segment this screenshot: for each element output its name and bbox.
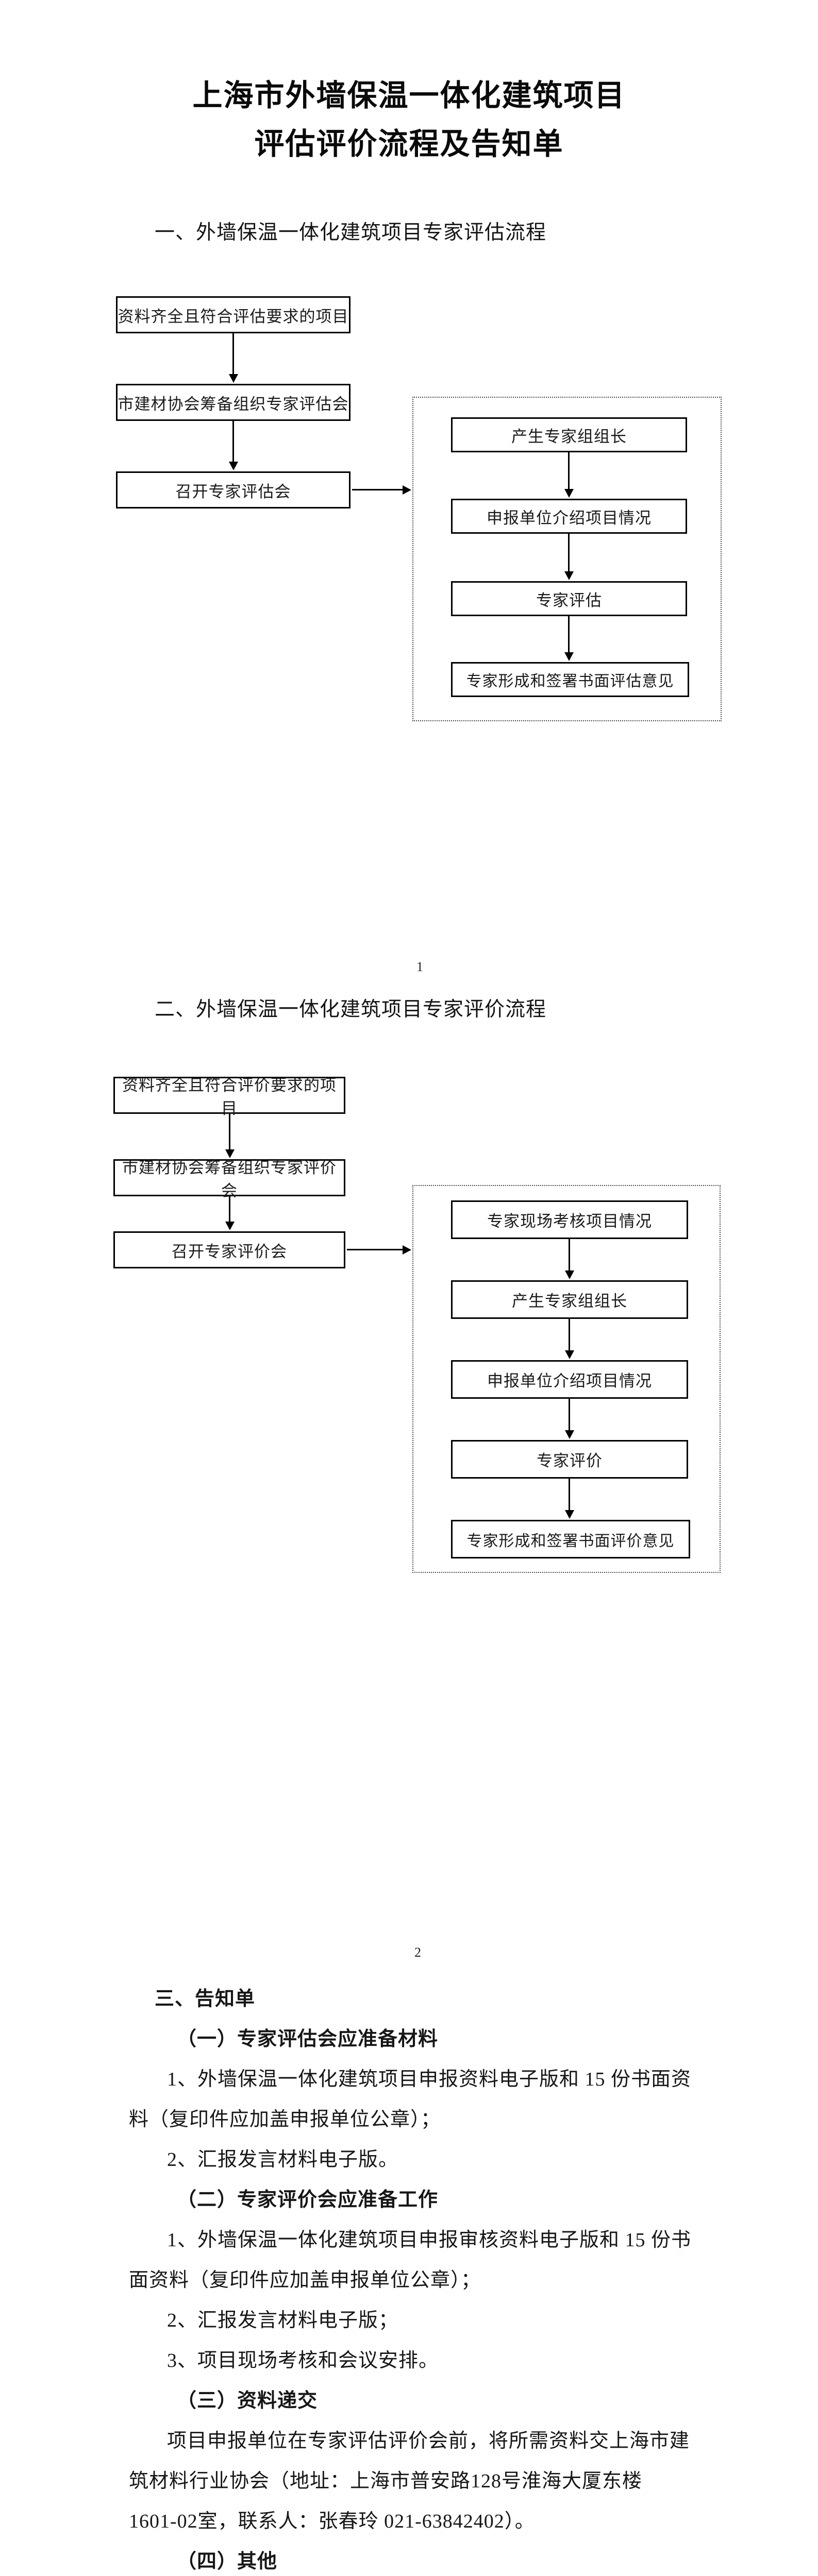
notice-line: 1、外墙保温一体化建筑项目申报审核资料电子版和 15 份书 bbox=[167, 2229, 692, 2251]
notice-line: 料（复印件应加盖申报单位公章）； bbox=[129, 2109, 441, 2130]
fc1-box-expert-assessment: 专家评估 bbox=[451, 581, 687, 616]
fc1-arrow-down-3 bbox=[568, 452, 570, 489]
fc2-box-select-group-leader: 产生专家组组长 bbox=[451, 1280, 688, 1319]
fc1-box-select-group-leader: 产生专家组组长 bbox=[451, 417, 687, 452]
fc2-arrow-right bbox=[347, 1249, 404, 1250]
fc2-box-sign-written-opinion: 专家形成和签署书面评价意见 bbox=[451, 1520, 690, 1558]
document-title-line2: 评估评价流程及告知单 bbox=[254, 127, 564, 161]
page-number-1: 1 bbox=[416, 959, 423, 974]
fc1-dashed-container bbox=[412, 397, 722, 721]
page-number-2: 2 bbox=[414, 1945, 421, 1960]
fc1-arrow-down-2 bbox=[232, 421, 234, 462]
fc2-arrow-down-1 bbox=[229, 1114, 230, 1150]
notice-line: 面资料（复印件应加盖申报单位公章）； bbox=[129, 2269, 481, 2291]
fc1-box-association-organizes: 市建材协会筹备组织专家评估会 bbox=[116, 384, 350, 421]
fc2-box-materials-complete: 资料齐全且符合评价要求的项目 bbox=[113, 1076, 345, 1117]
fc1-box-hold-meeting: 召开专家评估会 bbox=[116, 471, 350, 509]
notice-line: 2、汇报发言材料电子版； bbox=[167, 2310, 399, 2331]
notice-sub3-heading: （三）资料递交 bbox=[177, 2390, 318, 2412]
fc1-arrow-down-5 bbox=[568, 616, 570, 653]
fc1-box-materials-complete: 资料齐全且符合评估要求的项目 bbox=[116, 296, 350, 333]
fc1-box-sign-written-opinion: 专家形成和签署书面评估意见 bbox=[451, 662, 689, 697]
fc1-arrow-down-4 bbox=[568, 534, 570, 572]
notice-line: 1601-02室，联系人：张春玲 021-63842402）。 bbox=[129, 2511, 535, 2532]
notice-sub1-heading: （一）专家评估会应准备材料 bbox=[177, 2028, 439, 2050]
notice-line: 筑材料行业协会（地址：上海市普安路128号淮海大厦东楼 bbox=[129, 2470, 643, 2492]
fc2-dashed-container bbox=[412, 1185, 721, 1573]
fc2-arrow-down-5 bbox=[569, 1399, 570, 1431]
fc2-arrow-down-3 bbox=[569, 1239, 570, 1271]
fc2-arrow-down-6 bbox=[569, 1479, 570, 1511]
notice-line: 1、外墙保温一体化建筑项目申报资料电子版和 15 份书面资 bbox=[167, 2069, 692, 2090]
section1-heading: 一、外墙保温一体化建筑项目专家评估流程 bbox=[155, 222, 547, 244]
notice-line: 项目申报单位在专家评估评价会前，将所需资料交上海市建 bbox=[167, 2430, 690, 2452]
fc2-arrow-down-2 bbox=[229, 1196, 230, 1222]
fc1-arrow-down-1 bbox=[232, 333, 234, 375]
fc1-arrow-right bbox=[352, 489, 404, 490]
notice-sub2-heading: （二）专家评价会应准备工作 bbox=[177, 2189, 439, 2211]
fc2-box-hold-meeting: 召开专家评价会 bbox=[113, 1231, 345, 1268]
fc2-box-expert-evaluation: 专家评价 bbox=[451, 1440, 688, 1479]
fc2-box-applicant-introduces: 申报单位介绍项目情况 bbox=[451, 1360, 688, 1399]
notice-sub4-heading: （四）其他 bbox=[177, 2551, 278, 2572]
fc1-box-applicant-introduces: 申报单位介绍项目情况 bbox=[451, 499, 687, 534]
section2-heading: 二、外墙保温一体化建筑项目专家评价流程 bbox=[155, 998, 547, 1021]
fc2-box-association-organizes: 市建材协会筹备组织专家评价会 bbox=[113, 1159, 345, 1200]
fc2-arrow-down-4 bbox=[569, 1319, 570, 1351]
fc2-box-site-inspection: 专家现场考核项目情况 bbox=[451, 1200, 688, 1239]
document-title-line1: 上海市外墙保温一体化建筑项目 bbox=[192, 79, 626, 112]
notice-line: 2、汇报发言材料电子版。 bbox=[167, 2149, 399, 2171]
notice-line: 3、项目现场考核和会议安排。 bbox=[167, 2350, 439, 2371]
notice-heading: 三、告知单 bbox=[155, 1988, 256, 2010]
